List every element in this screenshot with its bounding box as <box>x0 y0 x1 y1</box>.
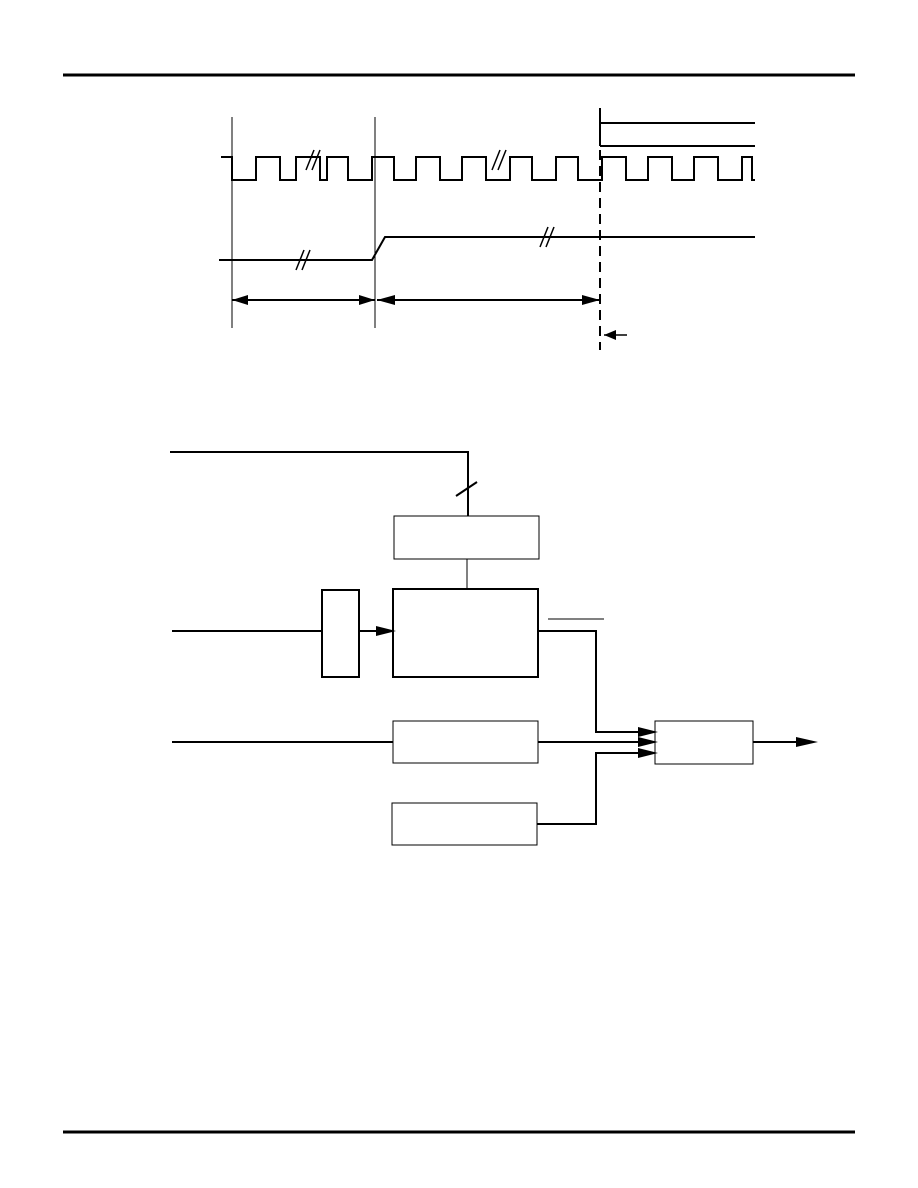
timing-diagram <box>219 108 755 350</box>
pointer-arrow <box>604 330 627 340</box>
interval-left-arrow <box>232 295 375 305</box>
middle-to-output-path <box>538 737 658 747</box>
middle-box <box>392 720 539 764</box>
lower-to-output-path <box>537 748 658 825</box>
center-to-output-path <box>538 630 658 737</box>
lower-box <box>391 802 538 846</box>
clock-waveform <box>221 156 755 181</box>
ramp-break-marks <box>295 226 555 271</box>
top-bus <box>170 451 469 516</box>
interval-right-arrow <box>377 295 600 305</box>
center-box <box>392 588 539 678</box>
narrow-to-center-arrow <box>359 626 396 636</box>
output-levels <box>599 108 755 147</box>
bus-slash <box>455 481 478 497</box>
block-diagram <box>170 451 818 846</box>
output-box <box>654 720 754 765</box>
clock-break-marks <box>305 149 507 171</box>
upper-box <box>393 515 540 560</box>
output-arrow <box>753 737 818 747</box>
narrow-box <box>321 589 360 678</box>
ramp-signal <box>219 236 755 261</box>
